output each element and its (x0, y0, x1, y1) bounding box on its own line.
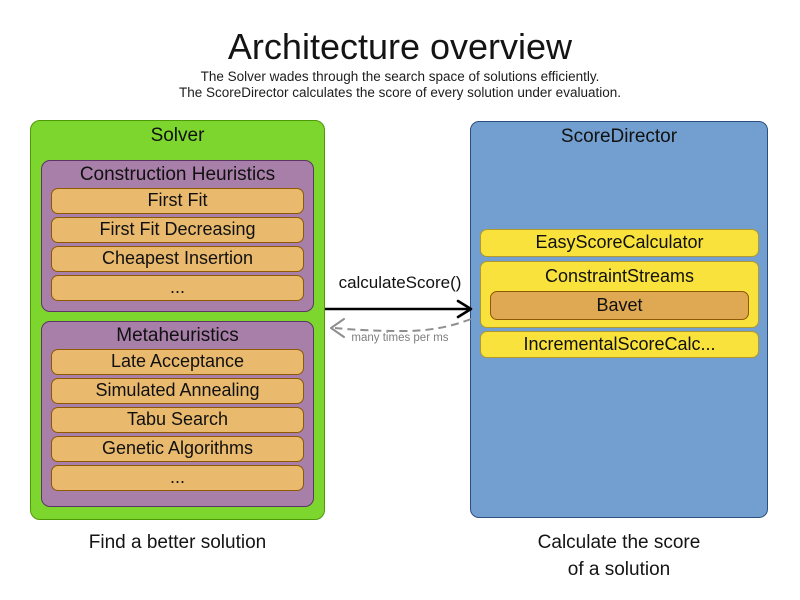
construction-heuristics-title: Construction Heuristics (79, 164, 276, 185)
algorithm-item-first-fit-decreasing: First Fit Decreasing (51, 217, 304, 243)
interaction-arrows (325, 299, 473, 338)
bavet-box: Bavet (490, 291, 749, 320)
algorithm-item-first-fit: First Fit (51, 188, 304, 214)
algorithm-item-ch-ellipsis: ... (51, 275, 304, 301)
score-director-caption-line2: of a solution (567, 559, 671, 580)
page-title: Architecture overview (227, 26, 573, 67)
easy-score-calculator-box: EasyScoreCalculator (480, 229, 759, 257)
algorithm-item-genetic-algorithms: Genetic Algorithms (51, 436, 304, 462)
constraint-streams-box: ConstraintStreams Bavet (480, 261, 759, 328)
construction-heuristics-box: Construction Heuristics First Fit First … (41, 160, 314, 312)
solver-caption: Find a better solution (88, 532, 267, 553)
algorithm-item-mh-ellipsis: ... (51, 465, 304, 491)
algorithm-item-cheapest-insertion: Cheapest Insertion (51, 246, 304, 272)
score-director-caption: Calculate the score of a solution (470, 529, 768, 583)
algorithm-item-tabu-search: Tabu Search (51, 407, 304, 433)
algorithm-item-late-acceptance: Late Acceptance (51, 349, 304, 375)
score-director-box: ScoreDirector EasyScoreCalculator Constr… (470, 121, 768, 518)
score-director-caption-line1: Calculate the score (537, 532, 701, 553)
frequency-label: many times per ms (351, 332, 449, 344)
score-director-box-title: ScoreDirector (560, 126, 678, 147)
subtitle-solver: The Solver wades through the search spac… (200, 69, 600, 84)
calculate-score-arrow (325, 299, 473, 319)
solver-box-title: Solver (150, 125, 205, 146)
incremental-score-calculator-box: IncrementalScoreCalc... (480, 331, 759, 358)
constraint-streams-title: ConstraintStreams (544, 266, 695, 286)
metaheuristics-title: Metaheuristics (116, 325, 239, 346)
many-times-return-arrow (330, 318, 472, 338)
calculate-score-label: calculateScore() (338, 273, 462, 292)
subtitle-scoredirector: The ScoreDirector calculates the score o… (179, 85, 621, 100)
solver-box: Solver Construction Heuristics First Fit… (30, 120, 325, 520)
algorithm-item-simulated-annealing: Simulated Annealing (51, 378, 304, 404)
metaheuristics-box: Metaheuristics Late Acceptance Simulated… (41, 321, 314, 507)
